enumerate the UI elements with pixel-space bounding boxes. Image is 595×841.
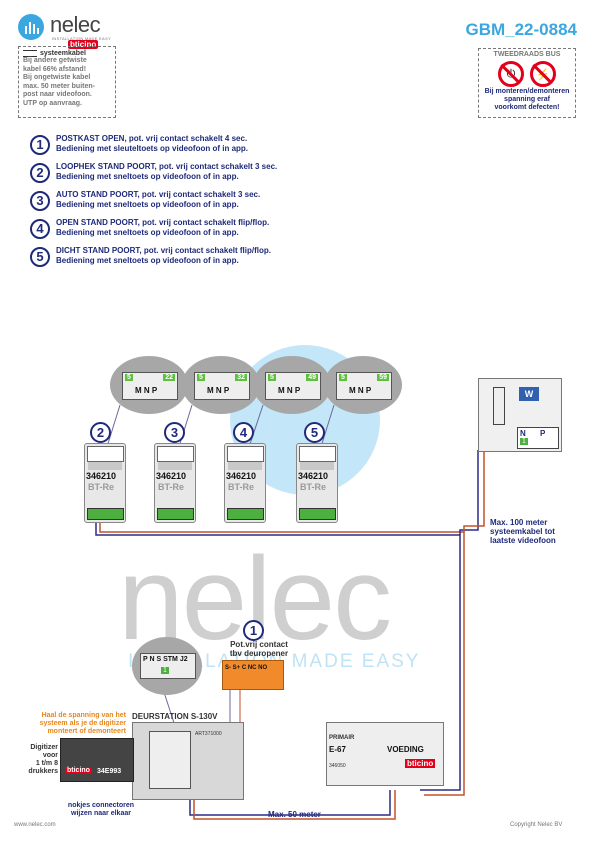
step-desc: Bediening met sleuteltoets op videofoon … — [56, 144, 249, 153]
step-title: DICHT STAND POORT, pot. vrij contact sch… — [56, 246, 271, 255]
footer-website[interactable]: www.nelec.com — [14, 822, 56, 828]
step-item: 1 POSTKAST OPEN, pot. vrij contact schak… — [30, 132, 390, 156]
footer-copyright: Copyright Nelec BV — [510, 822, 563, 828]
zoom-pointer — [177, 404, 193, 451]
document-code: GBM_22-0884 — [465, 20, 577, 39]
cable-symbol-icon — [23, 50, 37, 57]
step-number: 3 — [30, 191, 50, 211]
step-number: 5 — [30, 247, 50, 267]
nelec-logo: nelec INSTALLATION MADE EASY bticino — [18, 12, 138, 49]
step-desc: Bediening met sneltoets op videofoon of … — [56, 228, 239, 237]
zoom-pointer — [247, 404, 264, 451]
relay-number: 5 — [304, 422, 325, 443]
cable-note-title: systeemkabel — [23, 50, 111, 57]
cable-note-line: max. 50 meter buiten- — [23, 82, 95, 90]
door-station-code: ART371000 — [195, 731, 222, 737]
warning-line: Bij monteren/demonteren — [484, 88, 570, 95]
relay-module: 346210 BT-Re — [84, 443, 126, 523]
digitizer-module: bticino 34E993 — [60, 738, 134, 782]
door-station-title: DEURSTATION S-130V — [132, 712, 218, 721]
warning-line: voorkomt defecten! — [494, 104, 560, 111]
bus-wire — [463, 450, 485, 532]
terminal-zoom: 5 49 M N P — [253, 356, 331, 414]
term-1: 1 — [520, 438, 528, 445]
step-number: 1 — [30, 135, 50, 155]
brand-tagline: INSTALLATION MADE EASY — [52, 36, 111, 41]
step-desc: Bediening met sneltoets op videofoon of … — [56, 256, 239, 265]
no-voltage-icon: ⚡ — [530, 61, 556, 87]
bus-wire — [193, 790, 396, 820]
relay-number: 4 — [233, 422, 254, 443]
contact-number: 1 — [243, 620, 264, 641]
relay-number: 3 — [164, 422, 185, 443]
step-item: 3 AUTO STAND POORT, pot. vrij contact sc… — [30, 188, 390, 212]
relay-number: 2 — [90, 422, 111, 443]
step-title: AUTO STAND POORT, pot. vrij contact scha… — [56, 190, 261, 199]
terminal-zoom: 5 59 M N P — [324, 356, 402, 414]
zoom-pointer — [105, 404, 121, 451]
relay-module: 346210 BT-Re — [224, 443, 266, 523]
relay-name: BT-Re — [158, 482, 185, 492]
step-number: 2 — [30, 163, 50, 183]
videophone-bracket: W N P 1 — [478, 378, 562, 452]
relay-name: BT-Re — [88, 482, 115, 492]
terminal-zoom: 5 32 M N P — [182, 356, 260, 414]
step-number: 4 — [30, 219, 50, 239]
step-desc: Bediening met sneltoets op videofoon of … — [56, 172, 239, 181]
step-item: 2 LOOPHEK STAND POORT, pot. vrij contact… — [30, 160, 390, 184]
step-title: LOOPHEK STAND POORT, pot. vrij contact s… — [56, 162, 278, 171]
warning-title: TWEEDRAADS BUS — [493, 51, 561, 58]
relay-module: 346210 BT-Re — [154, 443, 196, 523]
step-title: OPEN STAND POORT, pot. vrij contact scha… — [56, 218, 270, 227]
relay-name: BT-Re — [228, 482, 255, 492]
relay-code: 346210 — [298, 471, 329, 481]
videophone-badge: W — [519, 387, 539, 401]
step-item: 4 OPEN STAND POORT, pot. vrij contact sc… — [30, 216, 390, 240]
cable-note-box: systeemkabel Bij andere getwiste kabel 6… — [18, 46, 116, 118]
relay-code: 346210 — [156, 471, 187, 481]
bus-wire — [459, 450, 479, 535]
step-desc: Bediening met sneltoets op videofoon of … — [56, 200, 239, 209]
terminal-zoom: 5 22 M N P — [110, 356, 188, 414]
term-n: N — [520, 429, 526, 438]
relay-code: 346210 — [86, 471, 117, 481]
door-station: ART371000 — [132, 722, 244, 800]
bus-warning-box: TWEEDRAADS BUS ⏻ ⚡ Bij monteren/demonter… — [478, 48, 576, 118]
bus-wire — [189, 790, 391, 816]
relay-name: BT-Re — [300, 482, 327, 492]
step-title: POSTKAST OPEN, pot. vrij contact schakel… — [56, 134, 248, 143]
power-supply: PRIMAIR E-67 VOEDING 346050 bticino — [326, 722, 444, 786]
zoom-pointer — [319, 404, 335, 451]
relay-code: 346210 — [226, 471, 257, 481]
cable-note-line: UTP op aanvraag. — [23, 99, 83, 107]
cable-note-line: Bij andere getwiste — [23, 57, 87, 64]
relay-module: 346210 BT-Re — [296, 443, 338, 523]
term-p: P — [540, 429, 546, 438]
contact-terminal: S- S+ C NC NO — [222, 660, 284, 690]
max-50-label: Max. 50 meter — [268, 810, 321, 819]
cable-note-line: Bij ongetwiste kabel — [23, 74, 91, 81]
brand-name: nelec — [50, 12, 101, 37]
logo-mark-icon — [18, 14, 44, 40]
cable-note-line: post naar videofoon. — [23, 91, 92, 98]
door-terminal-zoom: P N S STM J2 1 — [132, 637, 202, 695]
step-item: 5 DICHT STAND POORT, pot. vrij contact s… — [30, 244, 390, 268]
cable-note-line: kabel 66% afstand! — [23, 65, 87, 73]
no-plug-icon: ⏻ — [498, 61, 524, 87]
bticino-logo: bticino — [68, 40, 99, 49]
warning-line: spanning eraf — [504, 96, 550, 103]
